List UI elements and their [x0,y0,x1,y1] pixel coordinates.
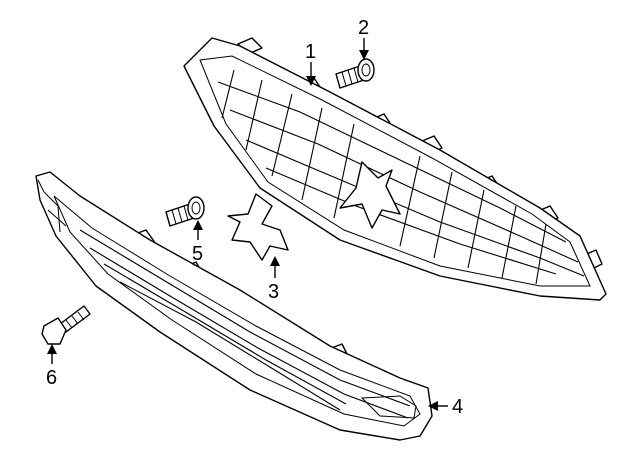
callout-6: 6 [46,367,57,389]
screw-5 [165,196,205,227]
upper-grille-frame [183,37,607,301]
callout-arrows [47,38,448,411]
screw-2 [335,58,375,89]
callout-5: 5 [192,243,203,265]
callout-1: 1 [305,41,316,63]
lower-grille-body [35,171,433,441]
callout-2: 2 [358,17,369,39]
callout-4: 4 [452,396,463,418]
bolt-6 [41,305,91,345]
callout-labels: 1 2 3 4 5 6 [46,17,463,418]
upper-grille-mesh [217,69,585,285]
callout-3: 3 [268,281,279,303]
lower-grille [35,171,433,441]
grille-emblem [339,161,401,229]
emblem-3 [227,193,289,261]
upper-grille [183,37,607,301]
